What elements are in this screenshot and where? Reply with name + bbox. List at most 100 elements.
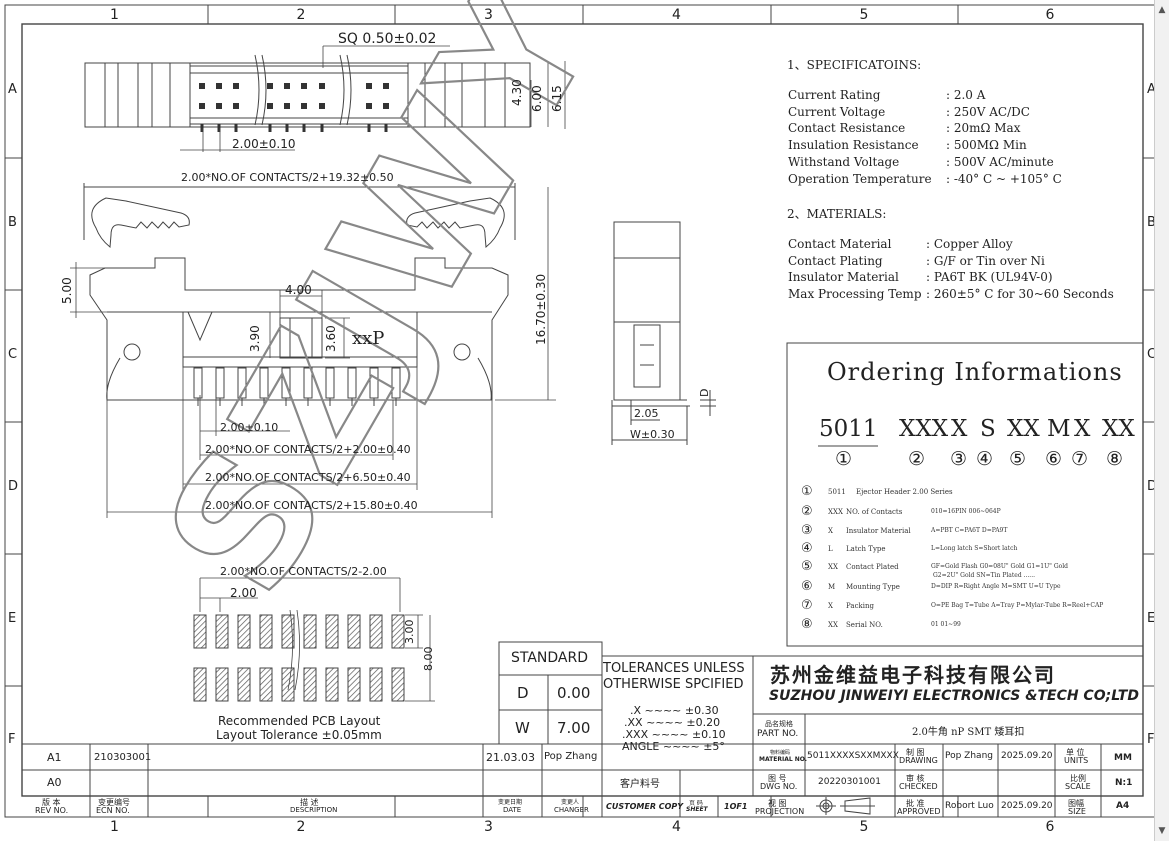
pcb-dims (199, 577, 435, 702)
scroll-up-icon[interactable]: ▲ (1158, 5, 1166, 15)
ordering-item-options: O=PE Bag T=Tube A=Tray P=Mylar-Tube R=Re… (931, 602, 1104, 609)
dim-pcb-300: 3.00 (403, 619, 416, 645)
side-view (611, 221, 716, 445)
row-label-right: D (1147, 479, 1158, 494)
tb-units-cn: 单 位 (1066, 748, 1085, 757)
spec-label: Contact Material (788, 237, 892, 251)
rev-head-ecn-cn: 变更编号 (98, 798, 130, 807)
ordering-item-number: ③ (801, 523, 813, 538)
rev-head-ecn: ECN NO. (96, 806, 130, 815)
dim-400: 4.00 (285, 283, 312, 297)
column-label-top: 4 (672, 7, 681, 23)
ordering-item-code: XX (828, 621, 838, 629)
ordering-code-number: ⑦ (1071, 448, 1089, 470)
tb-sheet-val: 1OF1 (724, 802, 748, 811)
company-name-en: SUZHOU JINWEIYI ELECTRONICS &TECH CO;LTD (769, 688, 1139, 704)
spec-label: Contact Plating (788, 253, 883, 268)
column-label-top: 6 (1045, 7, 1055, 23)
tb-cust-copy: CUSTOMER COPY (606, 802, 684, 811)
pcb-pads (193, 614, 405, 702)
ordering-item-code: L (828, 545, 833, 553)
spec-value: : PA6T BK (UL94V-0) (926, 270, 1053, 285)
ordering-item-text: NO. of Contacts (846, 508, 903, 516)
column-label-top: 5 (859, 7, 869, 23)
row-label-right: A (1147, 82, 1156, 97)
spec-value: : 260±5° C for 30~60 Seconds (926, 287, 1114, 302)
tol-title-2: OTHERWISE SPCIFIED (603, 677, 744, 692)
tb-proj: PROJECTION (755, 807, 805, 816)
ordering-item-text: Serial NO. (846, 621, 883, 629)
dim-615: 6.15 (550, 85, 564, 112)
tb-checked-cn: 审 核 (906, 774, 925, 783)
rev-head-chg-cn: 变更人 (561, 799, 580, 806)
spec-label: Contact Resistance (788, 121, 906, 136)
spec-label: Insulator Material (788, 270, 899, 285)
tb-approver: Robort Luo (945, 801, 994, 811)
standard-w-value: 7.00 (557, 719, 591, 737)
ordering-code-number: ④ (976, 448, 994, 470)
dim-600: 6.00 (530, 85, 544, 112)
ordering-item-options: 01 01~99 (931, 621, 961, 628)
ordering-item-options: A=PBT C=PA6T D=PA9T (931, 527, 1008, 534)
spec-value: : 500MΩ Min (946, 138, 1027, 153)
tb-sheet: SHEET (686, 806, 708, 813)
rev-head-date: DATE (503, 806, 522, 814)
tb-sheet-cn: 页 码 (689, 800, 703, 807)
spec-value: : 500V AC/minute (946, 154, 1054, 169)
column-label-bottom: 3 (484, 819, 493, 835)
dim-row1: 2.00*NO.OF CONTACTS/2+2.00±0.40 (205, 443, 411, 456)
rev-row-1-changer: Pop Zhang (544, 751, 598, 762)
ordering-code: 5011 (819, 416, 878, 442)
spec-value: : -40° C ~ +105° C (946, 171, 1062, 186)
spec-heading-2: 2、MATERIALS: (787, 207, 887, 221)
tb-drawing: DRAWING (899, 756, 938, 765)
row-label-left: B (8, 215, 17, 230)
ordering-code: XX (1102, 416, 1135, 442)
dim-xxp: xxP (352, 328, 385, 349)
ordering-item-options: L=Long latch S=Short latch (931, 545, 1018, 552)
tb-proj-cn: 视 图 (768, 799, 787, 808)
tb-cust-cn: 客户料号 (620, 779, 660, 790)
column-label-top: 1 (110, 7, 119, 23)
column-label-top: 2 (296, 7, 306, 23)
ordering-item-options: D=DIP R=Right Angle M=SMT U=U Type (931, 583, 1061, 590)
dim-side-w: W±0.30 (630, 428, 675, 441)
row-label-left: A (8, 82, 17, 97)
ordering-item-number: ⑥ (801, 579, 813, 594)
ordering-code-number: ⑥ (1045, 448, 1063, 470)
row-label-left: D (8, 479, 19, 494)
ordering-code-number: ① (835, 448, 853, 470)
column-label-bottom: 4 (672, 819, 681, 835)
ordering-item-options: 010=16PIN 006~064P (931, 508, 1001, 515)
spec-value: : 2.0 A (946, 88, 986, 102)
rev-row-1-date: 21.03.03 (486, 751, 535, 764)
vertical-scrollbar[interactable]: ▲ ▼ (1154, 0, 1169, 841)
front-view-dims (70, 187, 556, 518)
ordering-code-number: ⑤ (1009, 448, 1027, 470)
spec-label: Withstand Voltage (788, 154, 900, 169)
dim-1670: 16.70±0.30 (534, 273, 548, 345)
tb-approved-cn: 批 准 (906, 799, 925, 808)
rev-row-2-rev: A0 (47, 776, 62, 789)
ordering-item-text: Mounting Type (846, 583, 900, 591)
rev-head-chg: CHANGER (554, 806, 589, 814)
tb-drawer: Pop Zhang (945, 751, 993, 761)
rev-head-rev-cn: 版 本 (42, 798, 61, 807)
column-label-bottom: 5 (859, 819, 869, 835)
tb-draw-date: 2025.09.20 (1001, 751, 1053, 761)
spec-value: : 250V AC/DC (946, 104, 1030, 119)
tb-dwg-no: 20220301001 (818, 777, 881, 787)
tb-size-cn: 图幅 (1068, 799, 1084, 808)
tb-scale-val: N:1 (1115, 778, 1133, 788)
spec-value: : Copper Alloy (926, 237, 1013, 251)
dim-side-d: D (698, 388, 711, 397)
ordering-item-text: Ejector Header 2.00 Series (856, 488, 953, 496)
row-label-left: C (8, 347, 18, 362)
scroll-down-icon[interactable]: ▼ (1158, 826, 1166, 836)
dim-row2: 2.00*NO.OF CONTACTS/2+6.50±0.40 (205, 471, 411, 484)
column-label-bottom: 2 (296, 819, 306, 835)
ordering-item-text: Insulator Material (846, 527, 911, 535)
tb-mat-label-cn: 物料编码 (770, 750, 791, 756)
